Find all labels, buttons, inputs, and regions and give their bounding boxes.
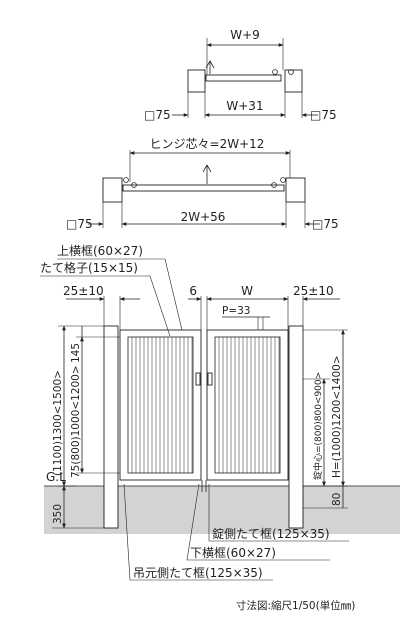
left-leaf-frame	[119, 329, 202, 481]
post-left-double	[102, 177, 123, 203]
ground-label: G.L	[46, 470, 66, 484]
handle-left-icon	[195, 372, 201, 386]
right-height-label: H=(1000)1200<1400>	[331, 355, 343, 478]
elevation-view: G.L 上横框(60×27) たて格子(15×15) 2	[40, 244, 400, 581]
handle-right-icon	[207, 372, 213, 386]
latch-right-icon	[271, 182, 277, 188]
post-right-double	[285, 177, 306, 203]
swing-arrow-icon	[205, 60, 215, 74]
inner-width-double-label: 2W+56	[181, 210, 226, 224]
left-top-offset-label: 145	[70, 343, 82, 363]
post-left	[187, 69, 206, 93]
hinge-right-icon	[280, 177, 286, 183]
gate-leaves-plan	[122, 184, 285, 192]
clearance-bottom-label: 80	[331, 493, 343, 506]
lock-stile-label: 錠側たて框(125×35)	[212, 526, 330, 541]
post-right-size: □75	[310, 108, 337, 122]
left-total-height-label: (1100)1300<1500>	[52, 370, 64, 476]
post-left-double-size: □75	[66, 217, 93, 231]
picket-group	[131, 337, 280, 473]
clear-left-label: 25±10	[63, 284, 104, 298]
hinge-left-icon	[123, 177, 129, 183]
foundation-depth-label: 350	[52, 504, 64, 524]
hinge-icon	[288, 69, 294, 75]
latch-left-icon	[131, 182, 137, 188]
ground-fill	[44, 486, 400, 534]
left-post	[103, 325, 119, 529]
bottom-rail-label: 下横框(60×27)	[190, 546, 276, 560]
post-right	[284, 69, 303, 93]
inner-width-label: W+31	[226, 99, 263, 113]
gate-leaf-plan	[205, 74, 282, 82]
pitch-label: P=33	[222, 305, 251, 317]
plan-single-gate: W+9 □75 W+31 □75	[144, 28, 337, 122]
post-right-double-size: □75	[312, 217, 339, 231]
width-label: W	[241, 284, 253, 298]
latch-icon	[272, 69, 278, 75]
lock-height-label: 錠中心=(800)800<900>	[312, 372, 324, 480]
swing-arrow-double-icon	[202, 164, 212, 184]
clear-right-label: 25±10	[293, 284, 334, 298]
plan-double-gate: ヒンジ芯々=2W+12 □75 2W+56 □75	[66, 137, 339, 231]
open-width-label: W+9	[230, 28, 260, 42]
right-leaf-frame	[206, 329, 289, 481]
caption: 寸法図:縮尺1/50(単位㎜)	[236, 599, 355, 612]
top-rail-label: 上横框(60×27)	[57, 244, 143, 258]
left-panel-height-label: 75(800)1000<1200>	[70, 365, 82, 478]
post-left-size: □75	[144, 108, 171, 122]
hinge-center-label: ヒンジ芯々=2W+12	[150, 137, 265, 151]
right-post	[288, 325, 304, 529]
hinge-stile-label: 吊元側たて框(125×35)	[133, 566, 263, 580]
gap-label: 6	[189, 284, 197, 298]
picket-label: たて格子(15×15)	[40, 260, 138, 275]
